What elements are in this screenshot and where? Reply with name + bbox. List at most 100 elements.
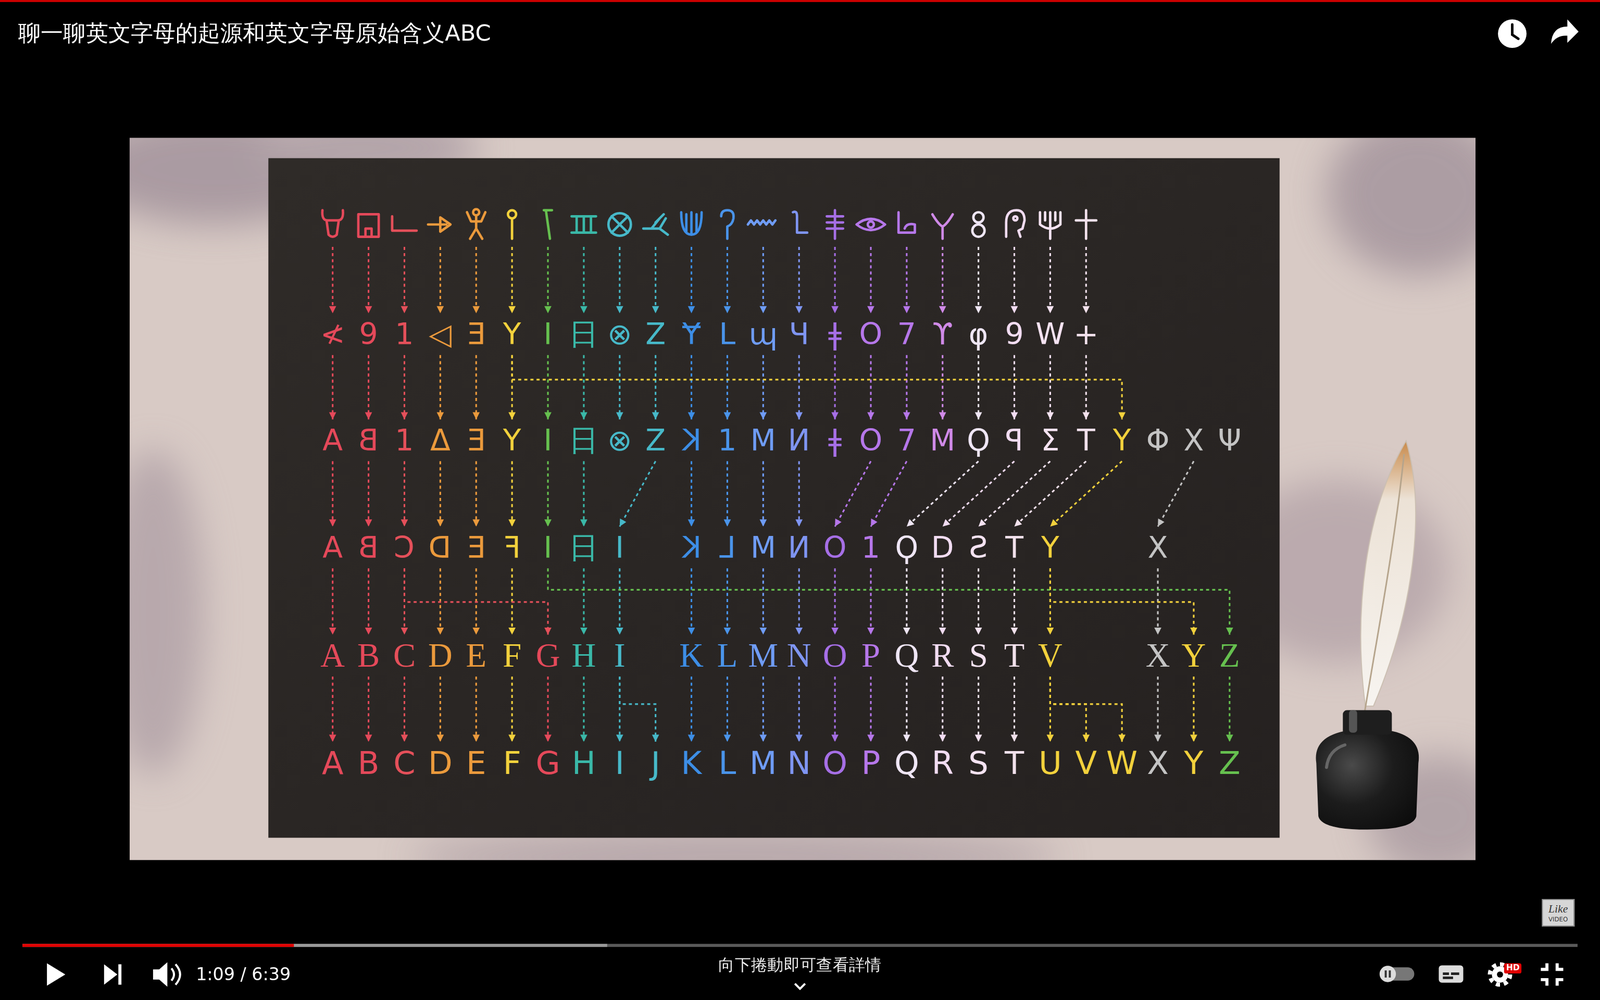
- derivation-arrow: [331, 676, 334, 742]
- derivation-arrow: [762, 676, 765, 742]
- arrowhead: [1118, 734, 1126, 743]
- derivation-arrow: [834, 355, 836, 420]
- letter-glyph: Z: [645, 426, 666, 456]
- letter-glyph: 9: [358, 319, 378, 350]
- derivation-arrow: [941, 246, 944, 314]
- arrowhead: [723, 734, 732, 743]
- derivation-arrow: [475, 461, 478, 527]
- arrowhead: [329, 734, 337, 743]
- derivation-arrow: [618, 568, 621, 635]
- derivation-arrow: [905, 676, 908, 742]
- letter-glyph: Ϙ: [966, 426, 991, 456]
- hieroglyph: [543, 210, 553, 240]
- arrowhead: [723, 627, 732, 635]
- letter-glyph: C: [393, 747, 416, 780]
- letter-glyph: Z: [645, 319, 666, 350]
- arrowhead: [472, 306, 480, 314]
- hieroglyph: [467, 209, 486, 240]
- letter-glyph: ǂ: [828, 319, 842, 350]
- derivation-arrow: [1157, 461, 1194, 527]
- arrowhead: [903, 412, 911, 420]
- letter-glyph: D: [428, 747, 453, 780]
- arrowhead: [688, 519, 696, 527]
- node-text: HD: [1506, 964, 1520, 973]
- derivation-arrow: [762, 246, 765, 314]
- letter-glyph: A: [320, 639, 345, 673]
- derivation-arrow: [582, 461, 585, 527]
- derivation-arrow: [331, 355, 334, 420]
- derivation-arrow: [762, 355, 765, 420]
- derivation-arrow: [475, 676, 478, 742]
- arrowhead: [472, 627, 480, 635]
- letter-glyph: M: [749, 747, 777, 780]
- arrowhead: [688, 734, 696, 743]
- letter-glyph: N: [788, 533, 811, 564]
- letter-glyph: U: [1038, 747, 1062, 780]
- arrowhead: [1010, 734, 1019, 743]
- letter-glyph: Y: [1041, 533, 1060, 564]
- letter-glyph: K: [681, 533, 702, 564]
- derivation-arrow: [941, 355, 944, 420]
- derivation-arrow: [1049, 355, 1052, 420]
- arrowhead: [867, 412, 875, 420]
- arrowhead: [688, 627, 696, 635]
- letter-glyph: 1: [717, 426, 737, 456]
- letter-glyph: F: [503, 747, 522, 780]
- arrowhead: [329, 627, 337, 635]
- arrowhead: [759, 734, 767, 743]
- derivation-arrow: [978, 461, 1051, 527]
- derivation-arrow: [367, 355, 370, 420]
- arrowhead: [544, 412, 552, 420]
- letter-glyph: Ϙ: [894, 533, 919, 564]
- derivation-arrow: [546, 461, 549, 527]
- hieroglyph: [898, 212, 915, 233]
- letter-glyph: K: [679, 639, 704, 673]
- arrowhead: [1118, 412, 1126, 420]
- derivation-arrow: [798, 568, 800, 635]
- letter-glyph: O: [859, 319, 883, 350]
- letter-glyph: Y: [503, 319, 522, 350]
- derivation-arrow: [331, 568, 334, 635]
- derivation-arrow: [367, 461, 370, 527]
- derivation-arrow: [582, 246, 585, 314]
- arrowhead: [508, 306, 516, 314]
- letter-glyph: X: [1145, 639, 1171, 673]
- letter-glyph: N: [788, 426, 811, 456]
- arrowhead: [723, 412, 732, 420]
- arrowhead: [759, 519, 767, 527]
- derivation-arrow: [546, 246, 549, 314]
- arrowhead: [795, 627, 803, 635]
- letter-glyph: B: [357, 747, 380, 780]
- arrowhead: [1190, 627, 1198, 635]
- arrowhead: [1082, 306, 1090, 314]
- derivation-arrow: [546, 676, 549, 742]
- derivation-arrow: [582, 568, 585, 635]
- arrowhead: [365, 734, 373, 743]
- derivation-arrow: [690, 246, 693, 314]
- derivation-arrow: [618, 246, 621, 314]
- arrowhead: [1046, 412, 1055, 420]
- video-title: 聊一聊英文字母的起源和英文字母原始含义ABC: [18, 22, 491, 45]
- arrowhead: [759, 306, 767, 314]
- derivation-arrow: [1085, 355, 1087, 420]
- letter-glyph: Y: [1181, 639, 1207, 673]
- arrowhead: [619, 518, 627, 527]
- letter-glyph: 日: [568, 533, 599, 564]
- derivation-arrow: [834, 676, 836, 742]
- letter-glyph: O: [859, 426, 883, 456]
- letter-glyph: E: [466, 426, 486, 456]
- derivation-arrow: [869, 676, 872, 742]
- arrowhead: [975, 306, 983, 314]
- hieroglyph: [932, 214, 953, 239]
- derivation-arrow: [511, 676, 514, 742]
- arrowhead: [580, 627, 588, 635]
- letter-glyph: F: [502, 639, 522, 673]
- arrowhead: [329, 412, 337, 420]
- letter-glyph: I: [543, 533, 553, 564]
- arrowhead: [1082, 734, 1090, 743]
- derivation-arrow: [869, 246, 872, 314]
- derivation-arrow: [331, 246, 334, 314]
- derivation-arrow: [403, 246, 406, 314]
